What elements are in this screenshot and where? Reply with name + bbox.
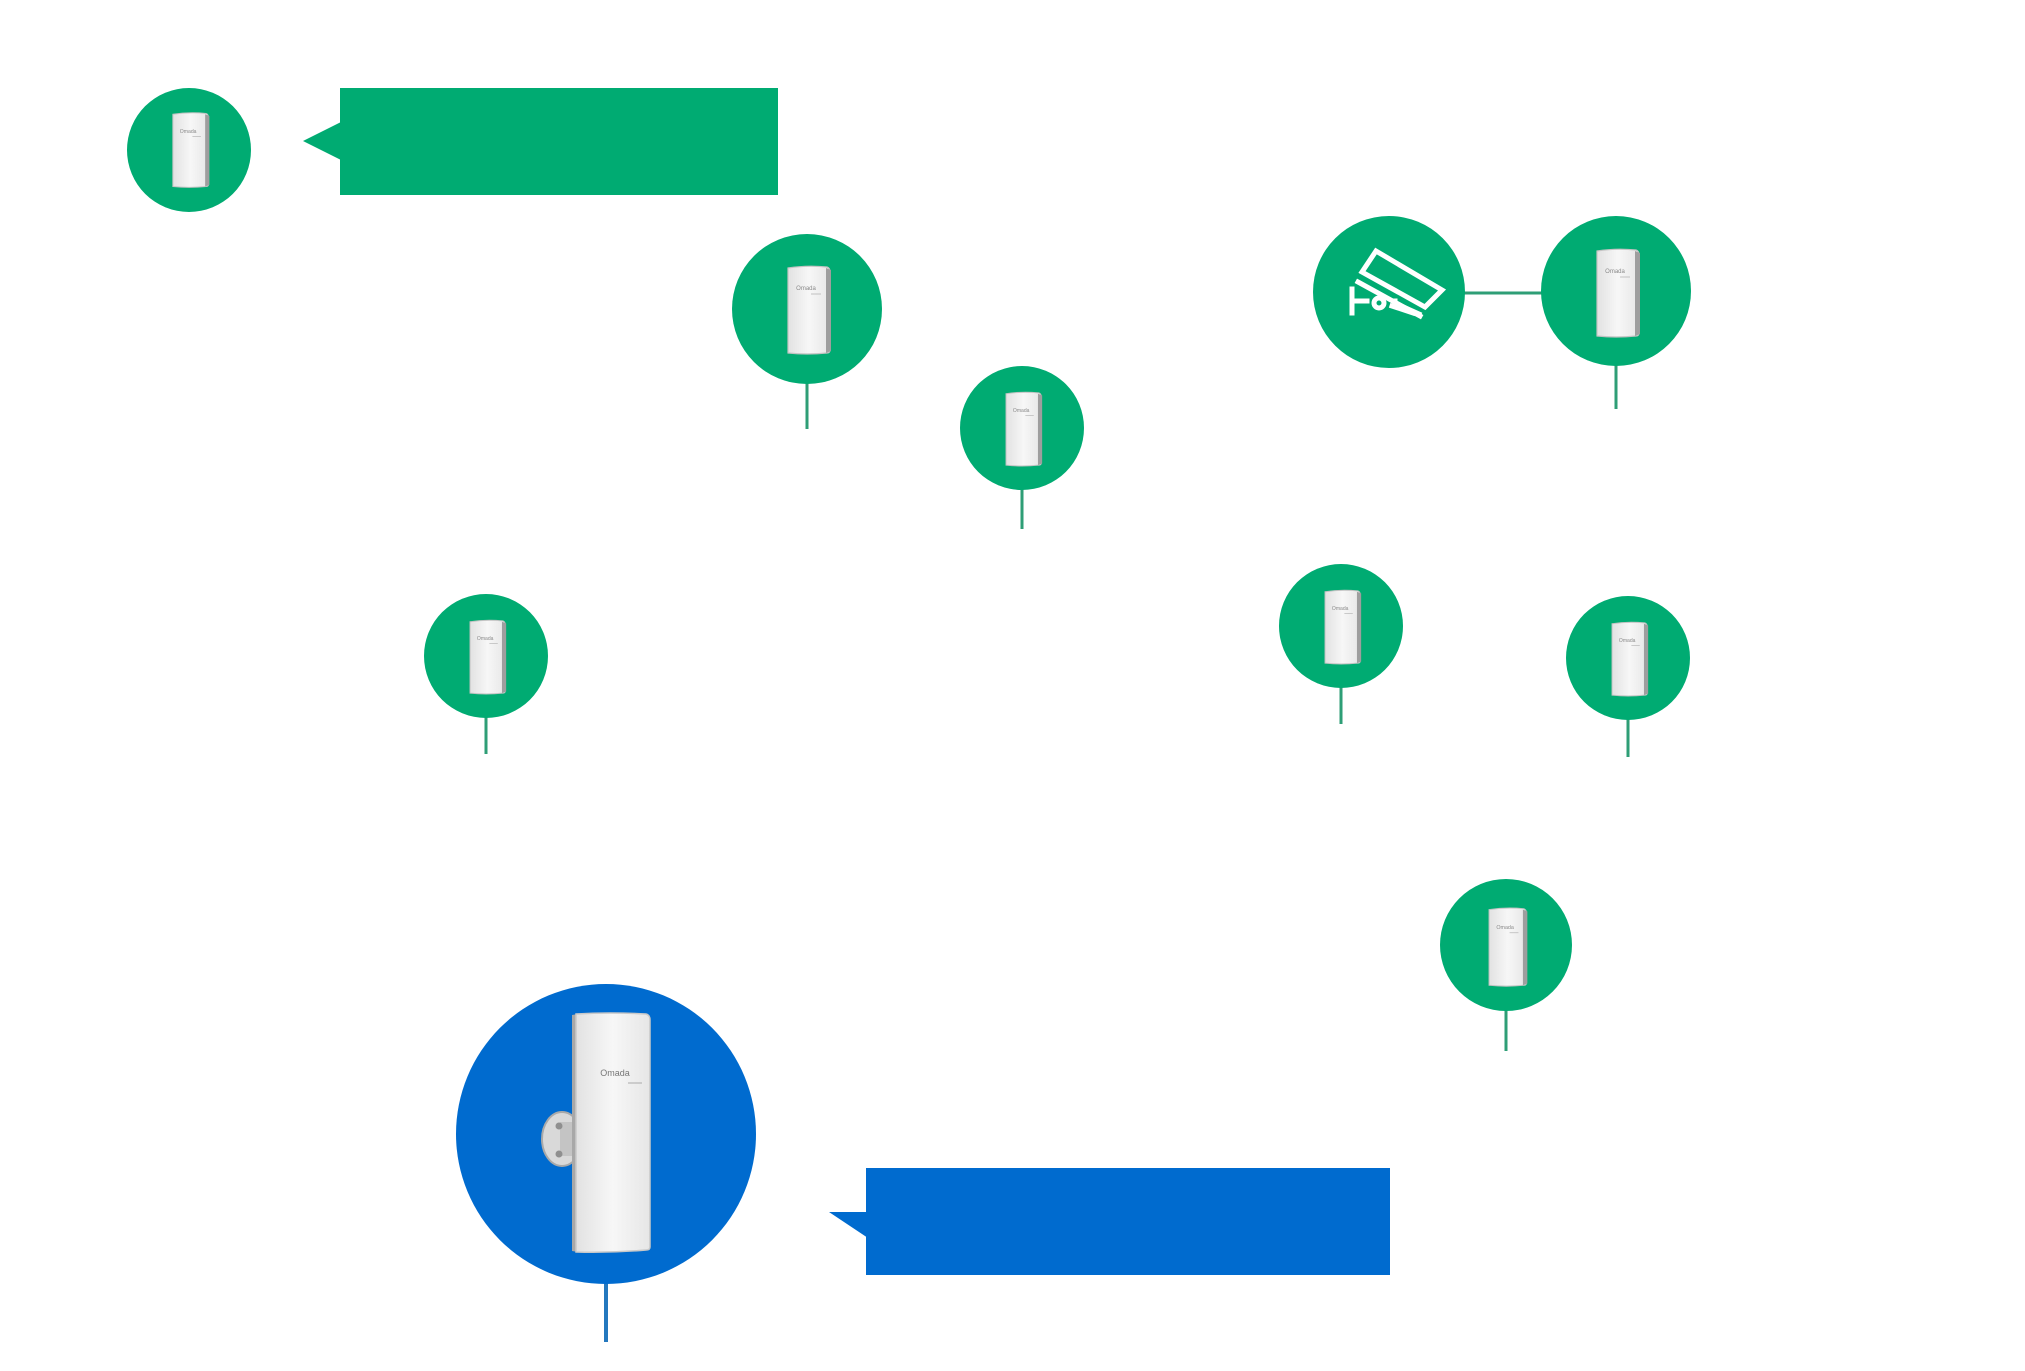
blue-callout-box [866, 1168, 1390, 1275]
ap-node-2 [960, 366, 1084, 490]
outdoor-access-point-icon [1611, 621, 1649, 697]
green-callout-box [340, 88, 778, 195]
outdoor-access-point-icon [1324, 589, 1362, 665]
outdoor-access-point-icon [787, 265, 832, 355]
outdoor-access-point-icon [172, 112, 210, 188]
green-callout [303, 88, 778, 195]
outdoor-access-point-icon [469, 619, 507, 695]
blue-callout-pointer [829, 1212, 868, 1238]
outdoor-access-point-icon [1596, 248, 1641, 338]
ap-node-5 [1279, 564, 1403, 688]
ap-node-3 [1541, 216, 1691, 366]
green-callout-pointer [303, 121, 343, 161]
ap-node-7 [1440, 879, 1572, 1011]
outdoor-access-point-icon [1488, 907, 1528, 987]
security-camera-icon [1349, 247, 1447, 320]
legend-ap-node [127, 88, 251, 212]
featured-ap-node: Omada [456, 984, 756, 1284]
blue-callout [829, 1168, 1390, 1275]
device-brand-text: Omada [600, 1068, 630, 1078]
ap-node-4 [424, 594, 548, 718]
green-callout-label [340, 88, 778, 195]
blue-callout-label [866, 1168, 1390, 1275]
outdoor-access-point-icon [1005, 391, 1043, 467]
wall-mounted-access-point-icon: Omada [541, 1012, 651, 1253]
camera-node [1313, 216, 1465, 368]
ap-node-1 [732, 234, 882, 384]
ap-node-6 [1566, 596, 1690, 720]
connectors [484, 291, 1630, 1342]
